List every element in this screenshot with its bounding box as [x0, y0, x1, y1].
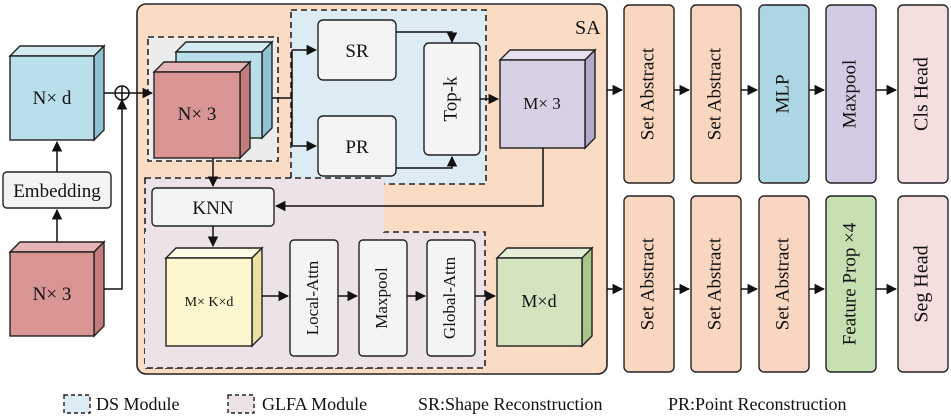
- seg-block-3-label: Set Abstract: [772, 237, 793, 330]
- sr-label: SR: [345, 41, 369, 62]
- global-attn-label: Global-Attn: [440, 256, 459, 339]
- pr-label: PR: [345, 137, 369, 158]
- pr-box: PR: [317, 115, 397, 177]
- cls-block-2: Set Abstract: [690, 4, 742, 184]
- neighbor-cube: M× K×d: [164, 246, 264, 348]
- sampled-cube: N× 3: [152, 60, 252, 160]
- topk-box: Top-k: [423, 42, 481, 156]
- input-points-cube-label: N× 3: [33, 284, 72, 305]
- output-cube-label: M×d: [521, 291, 556, 311]
- legend: DS Module GLFA Module SR:Shape Reconstru…: [63, 394, 847, 414]
- selected-cube: M× 3: [498, 48, 597, 150]
- connectors: [51, 31, 898, 302]
- knn-label: KNN: [192, 198, 233, 219]
- legend-ds-label: DS Module: [96, 394, 180, 414]
- seg-block-1-label: Set Abstract: [637, 237, 658, 330]
- sa-title: SA: [575, 17, 601, 39]
- seg-block-3: Set Abstract: [758, 195, 810, 373]
- input-feature-cube-label: N× d: [33, 88, 72, 109]
- cls-head: Cls Head: [897, 4, 949, 184]
- cls-block-4: Maxpool: [825, 4, 877, 184]
- arrow-points-to-plus: [104, 98, 128, 290]
- maxpool-label: Maxpool: [372, 267, 391, 329]
- cls-block-4-label: Maxpool: [839, 60, 860, 129]
- cls-block-3-label: MLP: [772, 74, 793, 113]
- knn-box: KNN: [151, 187, 275, 227]
- glfa-module-region-inner: [145, 231, 486, 369]
- selected-cube-label: M× 3: [523, 94, 560, 113]
- legend-ds-swatch: [63, 394, 91, 414]
- sr-box: SR: [317, 19, 397, 81]
- output-cube: M×d: [495, 246, 594, 348]
- legend-pr-label: PR:Point Reconstruction: [668, 394, 847, 414]
- embedding-box: Embedding: [2, 171, 112, 209]
- seg-head-label: Seg Head: [911, 245, 933, 322]
- cls-block-1: Set Abstract: [623, 4, 675, 184]
- cls-block-1-label: Set Abstract: [637, 47, 658, 140]
- input-feature-cube: N× d: [8, 44, 106, 142]
- cls-block-3: MLP: [758, 4, 810, 184]
- arrow-pr-to-topk: [396, 155, 458, 169]
- seg-block-1: Set Abstract: [623, 195, 675, 373]
- seg-block-2-label: Set Abstract: [704, 237, 725, 330]
- legend-glfa-label: GLFA Module: [262, 394, 367, 414]
- seg-block-4: Feature Prop ×4: [825, 195, 877, 373]
- seg-block-2: Set Abstract: [690, 195, 742, 373]
- legend-glfa-swatch: [227, 394, 255, 414]
- seg-head: Seg Head: [897, 195, 949, 373]
- maxpool-box: Maxpool: [358, 239, 408, 357]
- neighbor-cube-label: M× K×d: [185, 295, 234, 310]
- cls-head-label: Cls Head: [911, 57, 933, 131]
- embedding-label: Embedding: [13, 181, 101, 202]
- concat-plus-icon: [114, 85, 130, 101]
- local-attn-box: Local-Attn: [289, 239, 339, 357]
- sampled-cube-label: N× 3: [178, 104, 217, 125]
- cls-block-2-label: Set Abstract: [704, 47, 725, 140]
- arrow-selected-to-knn: [274, 148, 544, 212]
- arrow-sr-to-topk: [396, 31, 458, 44]
- seg-block-4-label: Feature Prop ×4: [839, 222, 860, 345]
- global-attn-box: Global-Attn: [426, 239, 476, 357]
- local-attn-label: Local-Attn: [303, 260, 322, 335]
- legend-sr-label: SR:Shape Reconstruction: [418, 394, 602, 414]
- input-points-cube: N× 3: [8, 240, 106, 338]
- topk-label: Top-k: [440, 76, 461, 122]
